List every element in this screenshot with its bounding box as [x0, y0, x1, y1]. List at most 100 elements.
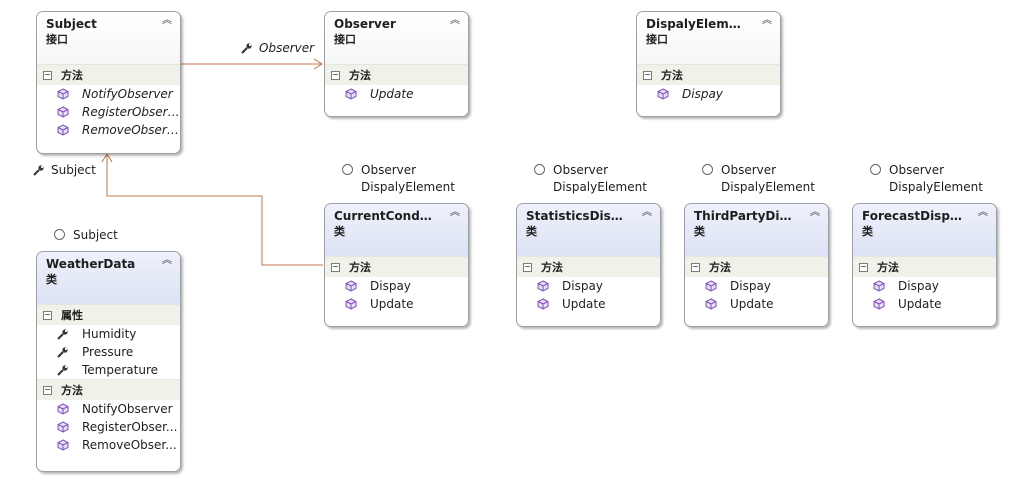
section-methods[interactable]: −方法 — [637, 64, 780, 85]
collapse-chevron-icon[interactable]: ︽ — [162, 15, 172, 26]
method-cube-icon — [873, 280, 885, 292]
interface-dispaly-element[interactable]: DispalyElement 接口 ︽ −方法 Dispay — [636, 11, 781, 117]
implements-label: DispalyElement — [553, 180, 647, 194]
class-third-party-dispaly[interactable]: ThirdPartyDisp... 类 ︽ −方法 Dispay Update — [684, 203, 829, 327]
section-methods[interactable]: −方法 — [325, 64, 468, 85]
method-cube-icon — [57, 403, 69, 415]
property-wrench-icon — [33, 165, 44, 176]
method-item[interactable]: Update — [517, 295, 660, 313]
interface-observer[interactable]: Observer 接口 ︽ −方法 Update — [324, 11, 469, 117]
box-title: DispalyElement — [646, 17, 746, 31]
interface-lollipop-icon — [870, 164, 881, 175]
collapse-chevron-icon[interactable]: ︽ — [642, 207, 652, 218]
box-header: Observer 接口 ︽ — [325, 12, 468, 64]
method-item[interactable]: Dispay — [325, 277, 468, 295]
member-label: RemoveObser... — [82, 438, 177, 452]
property-item[interactable]: Humidity — [37, 325, 180, 343]
class-statistics-dispaly[interactable]: StatisticsDispaly 类 ︽ −方法 Dispay Update — [516, 203, 661, 327]
property-item[interactable]: Temperature — [37, 361, 180, 379]
property-wrench-icon — [241, 43, 252, 54]
member-label: Update — [562, 297, 606, 311]
method-item[interactable]: RegisterObserver — [37, 103, 180, 121]
section-toggle-icon[interactable]: − — [43, 385, 52, 395]
method-cube-icon — [705, 280, 717, 292]
member-label: Humidity — [82, 327, 137, 341]
section-methods[interactable]: −方法 — [685, 256, 828, 277]
section-methods[interactable]: −方法 — [517, 256, 660, 277]
property-wrench-icon — [57, 329, 68, 340]
method-item[interactable]: Dispay — [637, 85, 780, 103]
section-label: 方法 — [349, 69, 371, 82]
member-label: Update — [730, 297, 774, 311]
property-item[interactable]: Pressure — [37, 343, 180, 361]
interface-lollipop-icon — [534, 164, 545, 175]
section-methods[interactable]: −方法 — [853, 256, 996, 277]
section-methods[interactable]: −方法 — [325, 256, 468, 277]
section-label: 方法 — [661, 69, 683, 82]
method-cube-icon — [345, 88, 357, 100]
method-cube-icon — [705, 298, 717, 310]
member-label: RemoveObserver — [82, 123, 180, 137]
collapse-chevron-icon[interactable]: ︽ — [162, 255, 172, 266]
implements-label: Observer — [361, 163, 417, 177]
box-stereotype: 接口 — [646, 33, 668, 46]
method-item[interactable]: NotifyObserver — [37, 400, 180, 418]
section-toggle-icon[interactable]: − — [331, 70, 340, 80]
method-cube-icon — [657, 88, 669, 100]
section-methods[interactable]: −方法 — [37, 379, 180, 400]
box-stereotype: 类 — [526, 225, 537, 238]
section-toggle-icon[interactable]: − — [523, 262, 532, 272]
implements-label: DispalyElement — [361, 180, 455, 194]
collapse-chevron-icon[interactable]: ︽ — [978, 207, 988, 218]
association-subject-observer — [180, 58, 323, 70]
method-cube-icon — [873, 298, 885, 310]
method-item[interactable]: Update — [853, 295, 996, 313]
section-toggle-icon[interactable]: − — [859, 262, 868, 272]
class-forecast-dispaly[interactable]: ForecastDispaly 类 ︽ −方法 Dispay Update — [852, 203, 997, 327]
section-methods[interactable]: −方法 — [37, 64, 180, 85]
section-toggle-icon[interactable]: − — [43, 310, 52, 320]
section-properties[interactable]: −属性 — [37, 304, 180, 325]
interface-lollipop-icon — [702, 164, 713, 175]
property-wrench-icon — [57, 365, 68, 376]
collapse-chevron-icon[interactable]: ︽ — [810, 207, 820, 218]
section-toggle-icon[interactable]: − — [331, 262, 340, 272]
member-label: RegisterObser... — [82, 420, 178, 434]
method-cube-icon — [345, 298, 357, 310]
collapse-chevron-icon[interactable]: ︽ — [762, 15, 772, 26]
association-label-text: Subject — [51, 163, 96, 177]
box-title: WeatherData — [46, 257, 136, 271]
member-label: Update — [370, 297, 414, 311]
method-item[interactable]: Update — [685, 295, 828, 313]
section-toggle-icon[interactable]: − — [43, 70, 52, 80]
collapse-chevron-icon[interactable]: ︽ — [450, 15, 460, 26]
class-weather-data[interactable]: WeatherData 类 ︽ −属性 Humidity Pressure Te… — [36, 251, 181, 472]
method-item[interactable]: Dispay — [685, 277, 828, 295]
section-toggle-icon[interactable]: − — [643, 70, 652, 80]
collapse-chevron-icon[interactable]: ︽ — [450, 207, 460, 218]
method-item[interactable]: RegisterObser... — [37, 418, 180, 436]
method-item[interactable]: RemoveObser... — [37, 436, 180, 454]
method-item[interactable]: Update — [325, 85, 468, 103]
class-current-conditions[interactable]: CurrentConditi... 类 ︽ −方法 Dispay Update — [324, 203, 469, 327]
section-label: 属性 — [61, 309, 83, 322]
method-item[interactable]: Update — [325, 295, 468, 313]
box-header: WeatherData 类 ︽ — [37, 252, 180, 304]
box-header: Subject 接口 ︽ — [37, 12, 180, 64]
method-item[interactable]: NotifyObserver — [37, 85, 180, 103]
method-item[interactable]: RemoveObserver — [37, 121, 180, 139]
member-label: Update — [370, 87, 414, 101]
section-toggle-icon[interactable]: − — [691, 262, 700, 272]
box-header: ThirdPartyDisp... 类 ︽ — [685, 204, 828, 256]
member-label: NotifyObserver — [82, 87, 173, 101]
method-item[interactable]: Dispay — [853, 277, 996, 295]
method-cube-icon — [57, 106, 69, 118]
method-cube-icon — [57, 124, 69, 136]
method-item[interactable]: Dispay — [517, 277, 660, 295]
interface-subject[interactable]: Subject 接口 ︽ −方法 NotifyObserver Register… — [36, 11, 181, 154]
